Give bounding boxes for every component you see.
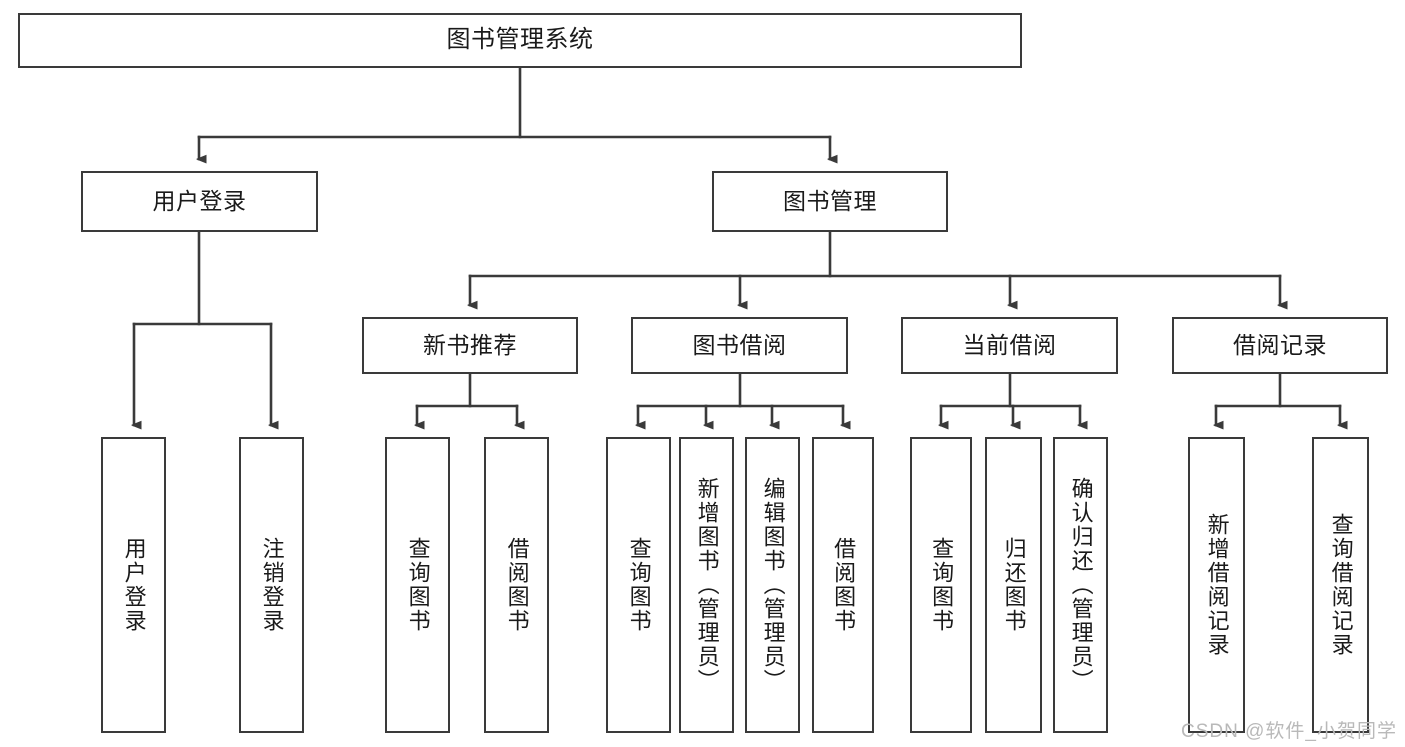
node-leaf-user-login[interactable]: 用户登录 — [101, 437, 166, 733]
node-label: 借阅图书 — [831, 537, 857, 633]
node-label: 查询借阅记录 — [1328, 513, 1354, 657]
node-label: 归还图书 — [1001, 537, 1027, 633]
node-leaf-query-book-rec[interactable]: 查询图书 — [385, 437, 450, 733]
node-label: 查询图书 — [405, 537, 431, 633]
node-label: 确认归还（管理员） — [1068, 477, 1094, 693]
node-leaf-add-book-admin[interactable]: 新增图书（管理员） — [679, 437, 734, 733]
node-leaf-confirm-return-admin[interactable]: 确认归还（管理员） — [1053, 437, 1108, 733]
node-level2-user-login[interactable]: 用户登录 — [81, 171, 318, 232]
node-leaf-query-borrow-record[interactable]: 查询借阅记录 — [1312, 437, 1369, 733]
node-label: 注销登录 — [259, 537, 285, 633]
node-leaf-edit-book-admin[interactable]: 编辑图书（管理员） — [745, 437, 800, 733]
node-label: 借阅图书 — [504, 537, 530, 633]
node-level3-current-borrow[interactable]: 当前借阅 — [901, 317, 1118, 374]
node-label: 查询图书 — [626, 537, 652, 633]
node-leaf-borrow-book[interactable]: 借阅图书 — [812, 437, 874, 733]
node-level3-new-book-recommend[interactable]: 新书推荐 — [362, 317, 578, 374]
node-label: 图书管理系统 — [446, 26, 594, 54]
node-leaf-query-book-borrow[interactable]: 查询图书 — [606, 437, 671, 733]
node-level2-book-management[interactable]: 图书管理 — [712, 171, 948, 232]
node-leaf-return-book[interactable]: 归还图书 — [985, 437, 1042, 733]
node-label: 图书借阅 — [692, 331, 787, 358]
node-label: 新增图书（管理员） — [694, 477, 720, 693]
node-leaf-add-borrow-record[interactable]: 新增借阅记录 — [1188, 437, 1245, 733]
node-label: 用户登录 — [152, 187, 247, 214]
node-level3-book-borrow[interactable]: 图书借阅 — [631, 317, 848, 374]
node-level3-borrow-record[interactable]: 借阅记录 — [1172, 317, 1388, 374]
node-root[interactable]: 图书管理系统 — [18, 13, 1022, 68]
node-label: 当前借阅 — [962, 331, 1057, 358]
node-label: 新增借阅记录 — [1204, 513, 1230, 657]
node-label: 新书推荐 — [423, 331, 517, 358]
node-label: 图书管理 — [783, 187, 877, 214]
node-label: 查询图书 — [929, 537, 955, 633]
node-leaf-logout[interactable]: 注销登录 — [239, 437, 304, 733]
node-label: 借阅记录 — [1233, 331, 1327, 358]
node-label: 用户登录 — [121, 537, 147, 633]
node-leaf-query-book-current[interactable]: 查询图书 — [910, 437, 972, 733]
node-label: 编辑图书（管理员） — [760, 477, 786, 693]
node-leaf-borrow-book-rec[interactable]: 借阅图书 — [484, 437, 549, 733]
